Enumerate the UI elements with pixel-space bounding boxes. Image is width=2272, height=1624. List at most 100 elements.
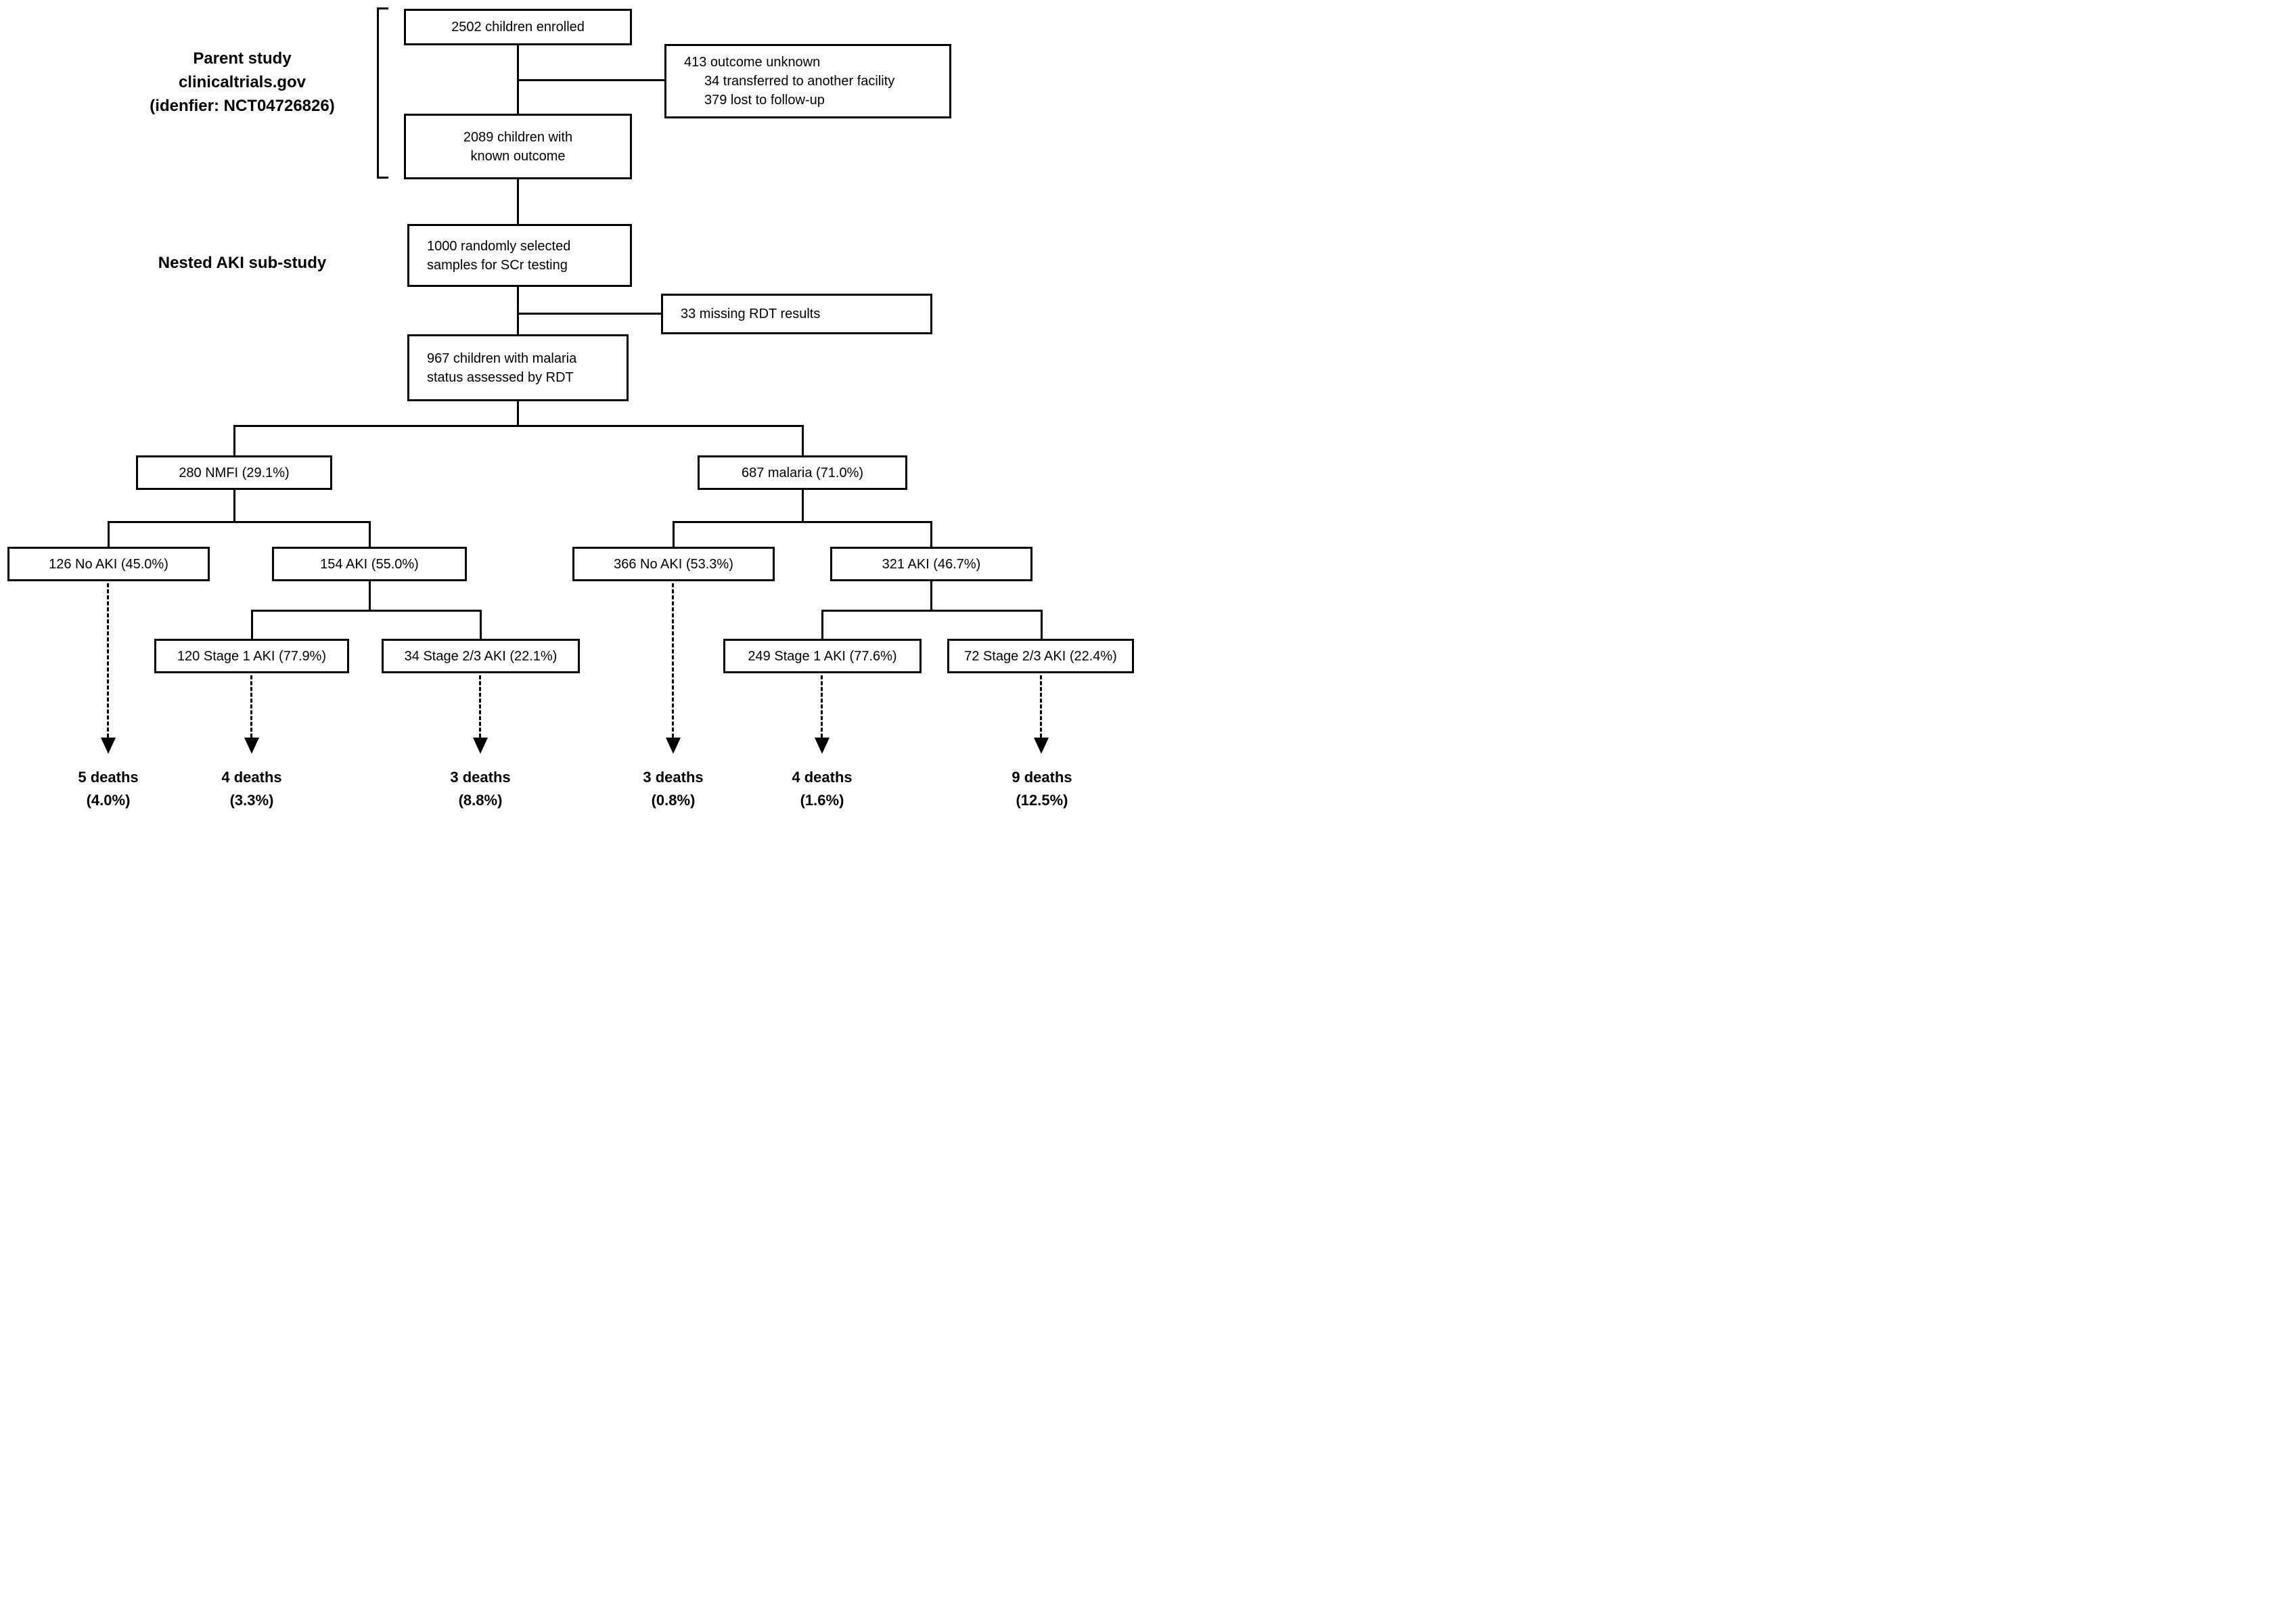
box-outcome-unknown-line3: 379 lost to follow-up [704,93,825,108]
split4-bar [821,610,1043,612]
nested-substudy-label: Nested AKI sub-study [158,254,327,272]
down-arrowhead-icon [815,738,830,754]
down-arrowhead-icon [666,738,681,754]
split2-left-bar [108,521,371,523]
parent-study-label-line2: clinicaltrials.gov [178,72,306,91]
down-arrowhead-icon [473,738,488,754]
box-nmfi-aki: 154 AKI (55.0%) [272,547,467,581]
box-malaria: 687 malaria (71.0%) [698,455,907,490]
split2-left-stem [233,490,235,521]
connector-branch-missing-rdt [518,313,661,315]
split2-right-drop-aki [930,521,932,547]
split3-stem [369,581,371,610]
split2-right-drop-no-aki [673,521,675,547]
box-missing-rdt-text: 33 missing RDT results [681,307,821,321]
parent-study-bracket-top-tick [377,7,388,9]
box-nmfi-no-aki-text: 126 No AKI (45.0%) [49,556,168,572]
box-children-enrolled: 2502 children enrolled [404,9,632,45]
split3-drop-stage1 [251,610,253,639]
death-arrow-line-5 [821,675,823,738]
box-malaria-no-aki: 366 No AKI (53.3%) [572,547,775,581]
split4-drop-stage23 [1041,610,1043,639]
death-label-6: 9 deaths (12.5%) [984,766,1099,812]
down-arrowhead-icon [101,738,116,754]
split2-left-drop-no-aki [108,521,110,547]
split1-bar [233,425,804,427]
box-known-outcome-line2: known outcome [470,148,566,164]
connector-samples-to-rdt-assessed [517,287,519,334]
death-arrow-line-6 [1040,675,1042,738]
death-label-3-count: 3 deaths [450,769,511,786]
box-nmfi-aki-text: 154 AKI (55.0%) [320,556,419,572]
box-known-outcome: 2089 children with known outcome [404,114,632,179]
box-samples-scr-line2: samples for SCr testing [427,257,568,273]
split3-drop-stage23 [480,610,482,639]
box-malaria-text: 687 malaria (71.0%) [741,465,864,480]
box-nmfi-stage1-text: 120 Stage 1 AKI (77.9%) [177,648,327,664]
box-outcome-unknown: 413 outcome unknown 34 transferred to an… [664,44,951,118]
death-arrow-line-4 [672,583,674,738]
flow-diagram: Parent study clinicaltrials.gov (idenfie… [0,0,1136,812]
box-malaria-aki-text: 321 AKI (46.7%) [882,556,981,572]
box-nmfi-stage1: 120 Stage 1 AKI (77.9%) [154,639,349,673]
parent-study-label-line1: Parent study [193,49,292,68]
connector-known-outcome-to-samples [517,179,519,224]
death-arrow-line-2 [250,675,252,738]
box-children-enrolled-text: 2502 children enrolled [451,20,585,35]
parent-study-bracket-vertical [377,7,379,179]
box-malaria-stage1: 249 Stage 1 AKI (77.6%) [723,639,922,673]
parent-study-label: Parent study clinicaltrials.gov (idenfie… [107,47,378,118]
death-arrow-line-3 [479,675,481,738]
box-malaria-stage23-text: 72 Stage 2/3 AKI (22.4%) [964,648,1117,664]
box-known-outcome-line1: 2089 children with [463,129,573,145]
death-label-3-pct: (8.8%) [458,792,503,809]
box-nmfi: 280 NMFI (29.1%) [136,455,332,490]
death-label-6-pct: (12.5%) [1016,792,1068,809]
death-label-5-pct: (1.6%) [800,792,844,809]
death-label-1: 5 deaths (4.0%) [51,766,166,812]
parent-study-label-line3: (idenfier: NCT04726826) [150,96,335,115]
box-rdt-assessed: 967 children with malaria status assesse… [407,334,629,401]
box-samples-scr-line1: 1000 randomly selected [427,238,571,254]
box-nmfi-text: 280 NMFI (29.1%) [179,465,290,480]
connector-branch-outcome-unknown [518,79,664,81]
split1-drop-nmfi [233,425,235,455]
split2-left-drop-aki [369,521,371,547]
death-label-4: 3 deaths (0.8%) [616,766,731,812]
parent-study-bracket-bottom-tick [377,177,388,179]
split2-right-stem [802,490,804,521]
death-label-3: 3 deaths (8.8%) [423,766,538,812]
box-rdt-assessed-line2: status assessed by RDT [427,369,574,385]
box-malaria-stage1-text: 249 Stage 1 AKI (77.6%) [748,648,897,664]
box-rdt-assessed-line1: 967 children with malaria [427,351,577,366]
split3-bar [251,610,482,612]
death-label-2-count: 4 deaths [221,769,282,786]
split1-stem [517,401,519,425]
box-malaria-no-aki-text: 366 No AKI (53.3%) [614,556,733,572]
box-outcome-unknown-line2: 34 transferred to another facility [704,74,895,89]
death-label-4-count: 3 deaths [643,769,704,786]
death-label-2-pct: (3.3%) [229,792,274,809]
box-outcome-unknown-line1: 413 outcome unknown [684,55,821,70]
death-label-5: 4 deaths (1.6%) [765,766,880,812]
split1-drop-malaria [802,425,804,455]
death-label-2: 4 deaths (3.3%) [194,766,309,812]
split4-stem [930,581,932,610]
box-missing-rdt: 33 missing RDT results [661,294,932,334]
split2-right-bar [673,521,932,523]
box-nmfi-stage23-text: 34 Stage 2/3 AKI (22.1%) [404,648,558,664]
box-malaria-stage23: 72 Stage 2/3 AKI (22.4%) [947,639,1134,673]
death-label-5-count: 4 deaths [792,769,853,786]
death-label-1-count: 5 deaths [78,769,139,786]
down-arrowhead-icon [1034,738,1049,754]
box-malaria-aki: 321 AKI (46.7%) [830,547,1032,581]
box-samples-scr: 1000 randomly selected samples for SCr t… [407,224,632,287]
split4-drop-stage1 [821,610,823,639]
death-label-6-count: 9 deaths [1012,769,1072,786]
box-nmfi-stage23: 34 Stage 2/3 AKI (22.1%) [382,639,580,673]
death-label-4-pct: (0.8%) [651,792,696,809]
box-nmfi-no-aki: 126 No AKI (45.0%) [7,547,210,581]
down-arrowhead-icon [244,738,259,754]
death-arrow-line-1 [107,583,109,738]
death-label-1-pct: (4.0%) [86,792,131,809]
